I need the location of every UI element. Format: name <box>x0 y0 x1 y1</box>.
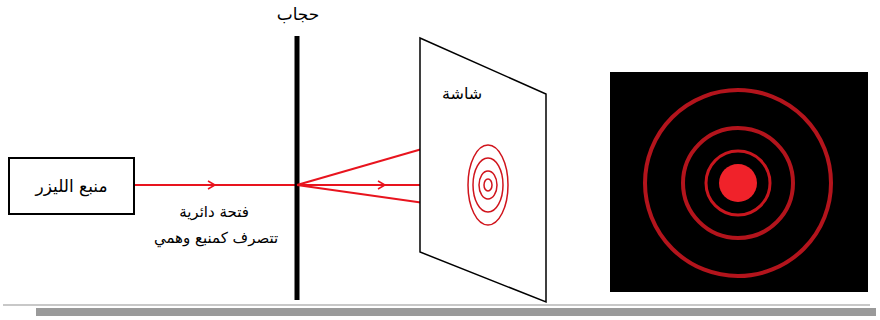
text-label: تتصرف كمنبع وهمي <box>154 229 278 247</box>
text-label: حجاب <box>277 4 320 24</box>
box-label: منبع الليزر <box>35 176 107 196</box>
laser-source-box: منبع الليزر <box>8 157 135 215</box>
screen-label: شاشة <box>442 84 482 103</box>
central-spot <box>719 164 757 202</box>
bright-ring <box>706 151 770 215</box>
bright-ring <box>645 90 831 276</box>
barrier <box>295 36 300 300</box>
beam-direction <box>378 181 385 189</box>
pattern-panel <box>610 72 868 292</box>
frame-line <box>3 304 870 306</box>
beam-direction <box>208 181 215 189</box>
frame-shadow <box>36 308 876 316</box>
bright-ring <box>683 128 793 238</box>
screen-outline <box>418 36 548 304</box>
screen: شاشة <box>418 36 548 304</box>
text-label: فتحة دائرية <box>179 203 249 221</box>
